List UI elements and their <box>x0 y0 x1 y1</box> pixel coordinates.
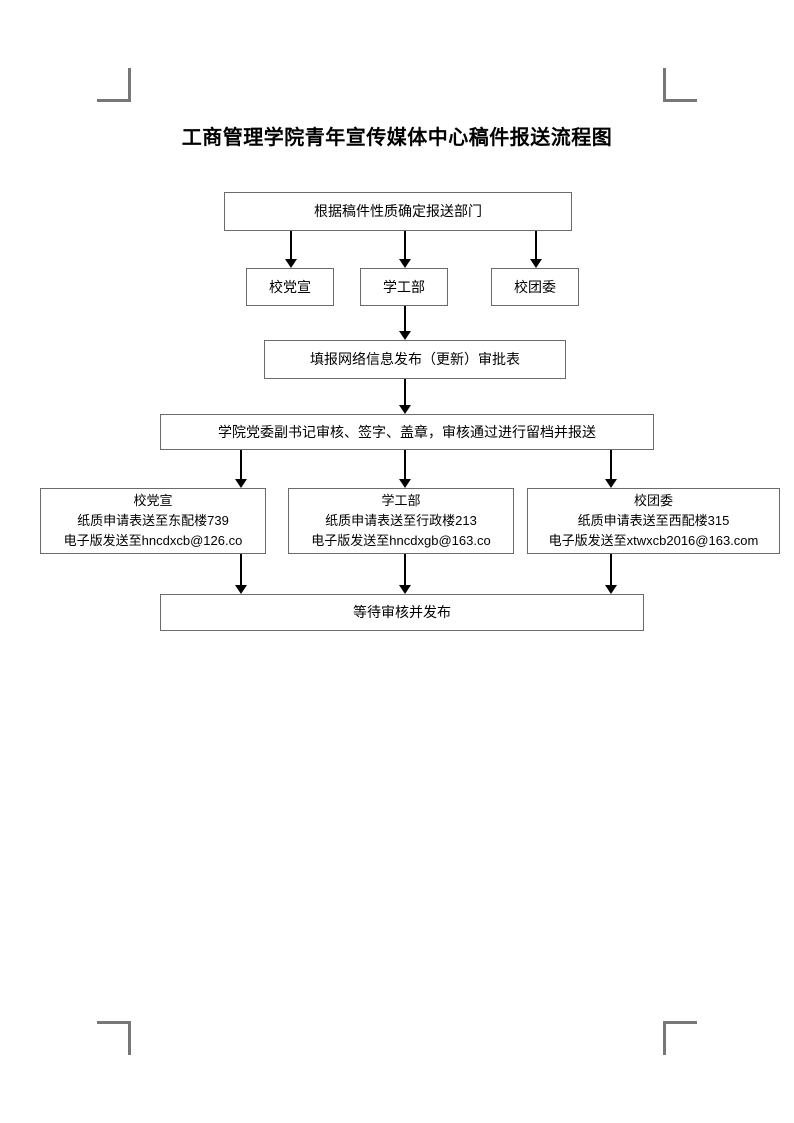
flow-node-detail-2-paper-line: 纸质申请表送至行政楼213 <box>325 513 477 528</box>
flow-node-end: 等待审核并发布 <box>160 594 644 631</box>
flow-node-detail-xiaotuanwei: 校团委 纸质申请表送至西配楼315 电子版发送至xtwxcb2016@163.c… <box>527 488 780 554</box>
flow-node-detail-2-title: 学工部 <box>381 493 421 508</box>
flow-node-dept-3-label: 校团委 <box>514 278 556 295</box>
crop-mark-top-right <box>663 68 697 102</box>
crop-mark-vertical-line <box>128 68 131 102</box>
flow-node-dept-2-label: 学工部 <box>383 278 425 295</box>
crop-mark-vertical-line <box>128 1021 131 1055</box>
flow-node-detail-3-email-line: 电子版发送至xtwxcb2016@163.com <box>548 533 759 548</box>
flow-node-dept-1-label: 校党宣 <box>269 278 311 295</box>
flow-node-dept-xuandang: 校党宣 <box>246 268 334 306</box>
flow-node-start: 根据稿件性质确定报送部门 <box>224 192 572 231</box>
flow-node-detail-3-title: 校团委 <box>633 493 673 508</box>
flow-node-dept-xiaotuanwei: 校团委 <box>491 268 579 306</box>
flow-node-detail-1-email-line: 电子版发送至hncdxcb@126.co <box>63 533 243 548</box>
crop-mark-vertical-line <box>663 68 666 102</box>
flow-node-detail-xuandang: 校党宣 纸质申请表送至东配楼739 电子版发送至hncdxcb@126.co <box>40 488 266 554</box>
crop-mark-horizontal-line <box>97 99 131 102</box>
flow-node-start-label: 根据稿件性质确定报送部门 <box>314 203 482 219</box>
flow-node-detail-2-email-line: 电子版发送至hncdxgb@163.co <box>311 533 491 548</box>
crop-mark-vertical-line <box>663 1021 666 1055</box>
crop-mark-bottom-right <box>663 1021 697 1055</box>
crop-mark-bottom-left <box>97 1021 131 1055</box>
flow-node-end-label: 等待审核并发布 <box>353 604 451 620</box>
page-title: 工商管理学院青年宣传媒体中心稿件报送流程图 <box>181 127 613 149</box>
flow-node-detail-1-title: 校党宣 <box>133 493 173 508</box>
crop-mark-horizontal-line <box>663 1021 697 1024</box>
crop-mark-horizontal-line <box>97 1021 131 1024</box>
crop-mark-top-left <box>97 68 131 102</box>
flow-node-detail-3-paper-line: 纸质申请表送至西配楼315 <box>577 513 730 528</box>
flow-node-review-label: 学院党委副书记审核、签字、盖章，审核通过进行留档并报送 <box>218 423 596 440</box>
flow-node-dept-xuegongbu: 学工部 <box>360 268 448 306</box>
flow-node-review: 学院党委副书记审核、签字、盖章，审核通过进行留档并报送 <box>160 414 654 450</box>
flow-node-form: 填报网络信息发布（更新）审批表 <box>264 340 566 379</box>
flow-node-detail-1-paper-line: 纸质申请表送至东配楼739 <box>77 513 229 528</box>
crop-mark-horizontal-line <box>663 99 697 102</box>
flow-node-form-label: 填报网络信息发布（更新）审批表 <box>310 351 520 367</box>
flow-node-detail-xuegongbu: 学工部 纸质申请表送至行政楼213 电子版发送至hncdxgb@163.co <box>288 488 514 554</box>
